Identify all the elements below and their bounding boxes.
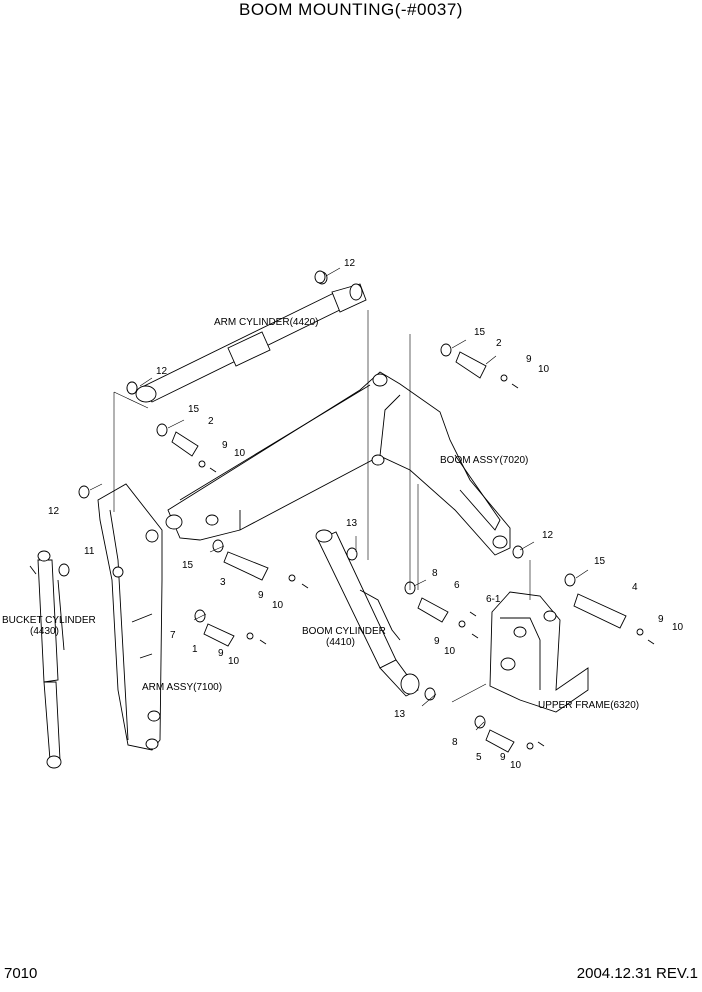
callout: 8 [452, 737, 458, 748]
arm-assembly-drawing [97, 483, 163, 751]
callout: 15 [182, 560, 194, 571]
callout: 10 [272, 600, 284, 611]
callout: 5 [476, 752, 482, 763]
callout: 6-1 [486, 594, 501, 605]
hardware-parts [58, 270, 655, 753]
callout: 9 [218, 648, 224, 659]
label-boom-cylinder-2: (4410) [326, 637, 355, 648]
label-bucket-cylinder-2: (4430) [30, 626, 59, 637]
callout: 12 [344, 258, 356, 269]
callout: 2 [496, 338, 502, 349]
callout: 6 [454, 580, 460, 591]
label-arm-cylinder: ARM CYLINDER(4420) [214, 317, 318, 328]
label-boom-cylinder-1: BOOM CYLINDER [302, 626, 386, 637]
revision-date: 2004.12.31 REV.1 [576, 965, 698, 982]
label-arm-assy: ARM ASSY(7100) [142, 682, 222, 693]
callout: 9 [658, 614, 664, 625]
callout: 11 [84, 546, 95, 557]
bucket-cylinder-drawing [29, 550, 65, 769]
boom-cylinder-drawing [315, 529, 420, 697]
callout: 10 [444, 646, 456, 657]
callout: 3 [220, 577, 226, 588]
callout: 9 [434, 636, 440, 647]
callout: 13 [346, 518, 358, 529]
callout: 9 [526, 354, 532, 365]
callout: 9 [258, 590, 264, 601]
callout: 1 [192, 644, 198, 655]
callout: 15 [474, 327, 486, 338]
callout: 4 [632, 582, 638, 593]
leader-lines [89, 267, 589, 731]
callout: 13 [394, 709, 406, 720]
callout: 10 [672, 622, 684, 633]
label-bucket-cylinder-1: BUCKET CYLINDER [2, 615, 96, 626]
callout: 12 [48, 506, 60, 517]
callout: 10 [510, 760, 522, 771]
callout: 12 [156, 366, 168, 377]
upper-frame-drawing [489, 591, 589, 713]
page-number: 7010 [4, 965, 38, 982]
callout: 10 [228, 656, 240, 667]
callout: 7 [170, 630, 176, 641]
callout: 9 [222, 440, 228, 451]
label-upper-frame: UPPER FRAME(6320) [538, 700, 639, 711]
arm-cylinder-drawing [126, 271, 367, 403]
callout: 10 [538, 364, 550, 375]
callout: 15 [594, 556, 606, 567]
callout: 15 [188, 404, 200, 415]
label-boom-assy: BOOM ASSY(7020) [440, 455, 528, 466]
callout: 9 [500, 752, 506, 763]
callout: 8 [432, 568, 438, 579]
callout: 10 [234, 448, 246, 459]
callout: 12 [542, 530, 554, 541]
boom-assembly-drawing [165, 371, 511, 556]
callout: 2 [208, 416, 214, 427]
drawing-title: BOOM MOUNTING(-#0037) [239, 0, 463, 19]
